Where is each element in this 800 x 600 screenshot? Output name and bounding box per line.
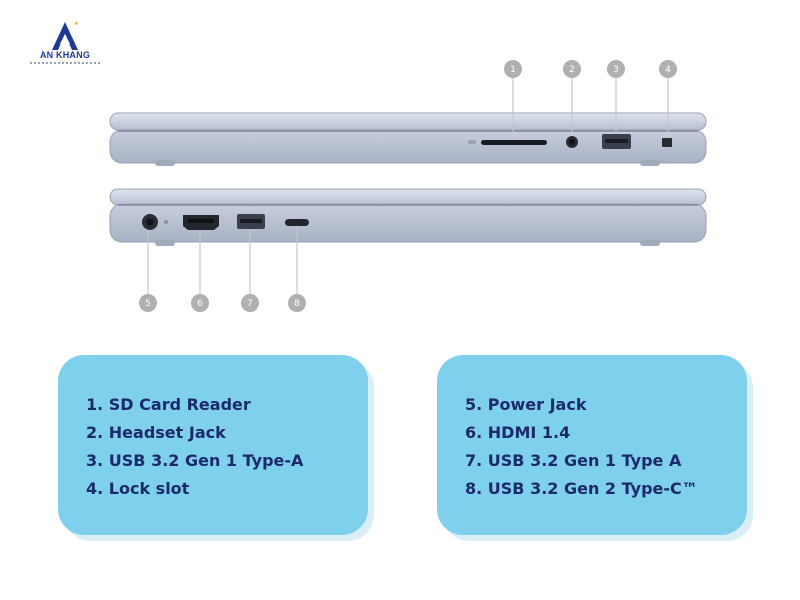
svg-text:4: 4 xyxy=(665,65,671,75)
port-item: 7. USB 3.2 Gen 1 Type A xyxy=(465,451,682,470)
power-led xyxy=(164,220,168,224)
port-item: 3. USB 3.2 Gen 1 Type-A xyxy=(86,451,304,470)
laptop-right-side xyxy=(109,112,707,166)
port-item: 2. Headset Jack xyxy=(86,423,226,442)
usb-c-port xyxy=(285,219,309,226)
marker-3: 3 xyxy=(607,60,625,78)
logo-tagline xyxy=(30,62,100,64)
marker-4: 4 xyxy=(659,60,677,78)
port-item: 6. HDMI 1.4 xyxy=(465,423,571,442)
svg-text:2: 2 xyxy=(569,65,575,75)
port-item: 1. SD Card Reader xyxy=(86,395,251,414)
sd-card-slot xyxy=(481,140,547,145)
svg-text:6: 6 xyxy=(197,299,203,309)
port-item: 4. Lock slot xyxy=(86,479,190,498)
marker-2: 2 xyxy=(563,60,581,78)
marker-6: 6 xyxy=(191,294,209,312)
ports-list-left: 1. SD Card Reader 2. Headset Jack 3. USB… xyxy=(58,355,368,535)
sd-card-led xyxy=(468,140,476,144)
laptop-left-side xyxy=(109,188,707,246)
svg-text:3: 3 xyxy=(613,65,619,75)
port-item: 8. USB 3.2 Gen 2 Type-C™ xyxy=(465,479,698,498)
logo-text: AN KHANG xyxy=(39,50,91,60)
marker-8: 8 xyxy=(288,294,306,312)
svg-text:8: 8 xyxy=(294,299,300,309)
svg-text:7: 7 xyxy=(247,299,253,309)
logo-mark-icon xyxy=(52,21,78,50)
ports-list-right: 5. Power Jack 6. HDMI 1.4 7. USB 3.2 Gen… xyxy=(437,355,747,535)
lock-slot xyxy=(662,138,672,147)
port-item: 5. Power Jack xyxy=(465,395,587,414)
leader-lines xyxy=(147,78,669,294)
marker-1: 1 xyxy=(504,60,522,78)
brand-logo: AN KHANG xyxy=(30,20,100,70)
laptop-diagram: 1 2 3 4 5 6 7 8 xyxy=(109,60,707,312)
marker-5: 5 xyxy=(139,294,157,312)
svg-text:5: 5 xyxy=(145,299,151,309)
svg-text:1: 1 xyxy=(510,65,516,75)
marker-7: 7 xyxy=(241,294,259,312)
